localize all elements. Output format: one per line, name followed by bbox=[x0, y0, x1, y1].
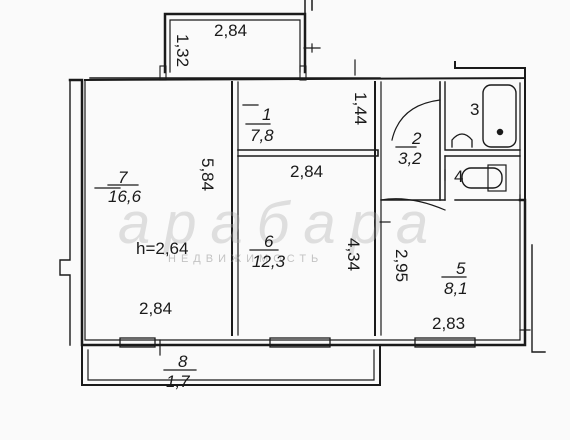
dim-balcony-depth: 1,32 bbox=[173, 34, 192, 68]
window-room6 bbox=[269, 337, 331, 348]
dim-balcony-width: 2,84 bbox=[214, 21, 248, 40]
watermark-caption: НЕДВИЖИМОСТЬ bbox=[168, 253, 324, 265]
room-6-area: 12,3 bbox=[252, 252, 286, 271]
dim-room5-width: 2,83 bbox=[432, 314, 466, 333]
room-1-number: 1 bbox=[262, 105, 272, 124]
room-7-number: 7 bbox=[118, 168, 128, 187]
ceiling-height: h=2,64 bbox=[136, 239, 189, 258]
watermark-logo: арабара bbox=[118, 191, 443, 256]
window-room5 bbox=[414, 337, 476, 348]
bathtub bbox=[482, 84, 517, 148]
room-4-number: 4 bbox=[454, 167, 464, 186]
sink bbox=[451, 133, 473, 148]
dim-room7-width: 2,84 bbox=[139, 299, 173, 318]
room-6-number: 6 bbox=[264, 232, 274, 251]
room-5-area: 8,1 bbox=[444, 279, 468, 298]
window-room7 bbox=[119, 337, 156, 348]
room-3-number: 3 bbox=[470, 100, 480, 119]
toilet bbox=[461, 167, 503, 189]
room-1-area: 7,8 bbox=[250, 126, 274, 145]
dim-room6-width: 2,84 bbox=[290, 162, 324, 181]
dim-room7-length: 5,84 bbox=[198, 158, 217, 192]
room-7-area: 16,6 bbox=[108, 187, 142, 206]
room-8-number: 8 bbox=[178, 352, 188, 371]
balcony-bottom-walls bbox=[81, 344, 381, 386]
dim-room1-depth: 1,44 bbox=[351, 92, 370, 126]
room-8-area: 1,7 bbox=[166, 372, 190, 391]
room-2-number: 2 bbox=[412, 129, 422, 148]
room-2-area: 3,2 bbox=[398, 149, 422, 168]
room-5-number: 5 bbox=[456, 259, 466, 278]
balcony-top-walls bbox=[163, 12, 307, 74]
dim-room5-depth: 2,95 bbox=[392, 249, 411, 283]
dim-room6-depth: 4,34 bbox=[344, 238, 363, 272]
wall-room1-bottom bbox=[237, 149, 379, 157]
